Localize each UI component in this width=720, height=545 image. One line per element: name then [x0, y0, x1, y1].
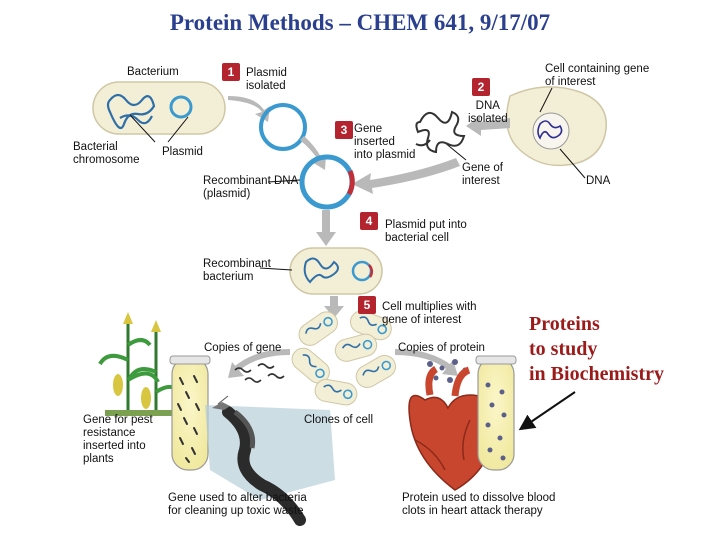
bacterial-chromosome-strand	[106, 93, 156, 130]
plasmid-ring-in-bacterium	[169, 95, 193, 119]
plasmid-pointer	[167, 116, 189, 143]
label-protein-dissolve: Protein used to dissolve blood clots in …	[402, 492, 556, 517]
label-gene-toxic-waste: Gene used to alter bacteria for cleaning…	[168, 492, 307, 517]
label-dna-isolated: DNA isolated	[468, 100, 508, 125]
label-copies-of-gene: Copies of gene	[204, 342, 282, 354]
step-badge-3: 3	[335, 121, 353, 139]
chromosome-pointer	[129, 114, 156, 143]
label-clones-of-cell: Clones of cell	[304, 414, 374, 426]
step-badge-4: 4	[360, 212, 378, 230]
gene-of-interest-pointer	[443, 141, 467, 161]
label-gene-of-interest: Gene of interest	[462, 162, 503, 187]
side-note-proteins: Proteins to study in Biochemistry	[529, 313, 664, 385]
protein-copies	[427, 359, 468, 383]
arrow-plasmid-into-bacterium	[316, 210, 336, 246]
label-recombinant-dna: Recombinant DNA (plasmid)	[203, 175, 299, 200]
recombinant-bacterium	[289, 247, 383, 295]
recombinant-plasmid	[299, 154, 355, 210]
label-plasmid-isolated: Plasmid isolated	[246, 67, 287, 92]
label-cell-containing-gene: Cell containing gene of interest	[545, 63, 650, 88]
label-cell-multiplies: Cell multiplies with gene of interest	[382, 301, 477, 326]
page-title: Protein Methods – CHEM 641, 9/17/07	[169, 10, 551, 35]
corn-plant	[98, 312, 184, 416]
label-copies-of-protein: Copies of protein	[398, 342, 485, 354]
label-gene-inserted: Gene inserted into plasmid	[354, 123, 416, 161]
gene-copies	[234, 363, 285, 383]
arrow-plasmid-to-recombinant	[300, 136, 326, 170]
step-badge-1: 1	[222, 63, 240, 81]
dna-pointer	[559, 148, 586, 179]
label-gene-for-pest: Gene for pest resistance inserted into p…	[83, 414, 153, 465]
animal-cell	[505, 86, 607, 167]
step-badge-5: 5	[358, 296, 376, 314]
isolated-plasmid-ring	[259, 103, 307, 151]
label-bacterial-chromosome: Bacterial chromosome	[73, 141, 140, 166]
step-badge-2: 2	[472, 78, 490, 96]
arrow-gene-to-plasmid	[352, 158, 460, 194]
arrow-to-copies-of-protein	[394, 349, 452, 371]
inserted-gene-segment	[346, 169, 355, 196]
label-plasmid-put-into: Plasmid put into bacterial cell	[385, 219, 467, 244]
label-bacterium: Bacterium	[127, 66, 179, 78]
bacterial-clones	[291, 310, 397, 406]
heart	[408, 366, 497, 491]
bacterium-cell	[92, 81, 226, 135]
toxic-waste-scene	[205, 395, 335, 526]
label-dna: DNA	[586, 175, 611, 187]
test-tube-right	[475, 355, 517, 471]
label-plasmid: Plasmid	[162, 146, 203, 158]
arrow-plasmid-isolated	[228, 96, 270, 122]
label-recombinant-bacterium: Recombinant bacterium	[203, 258, 271, 283]
test-tube-left	[169, 355, 211, 471]
arrow-to-copies-of-gene	[232, 349, 291, 373]
isolated-dna-strand	[415, 110, 466, 154]
arrow-dna-isolated	[466, 116, 510, 136]
side-note-arrow	[518, 391, 576, 431]
